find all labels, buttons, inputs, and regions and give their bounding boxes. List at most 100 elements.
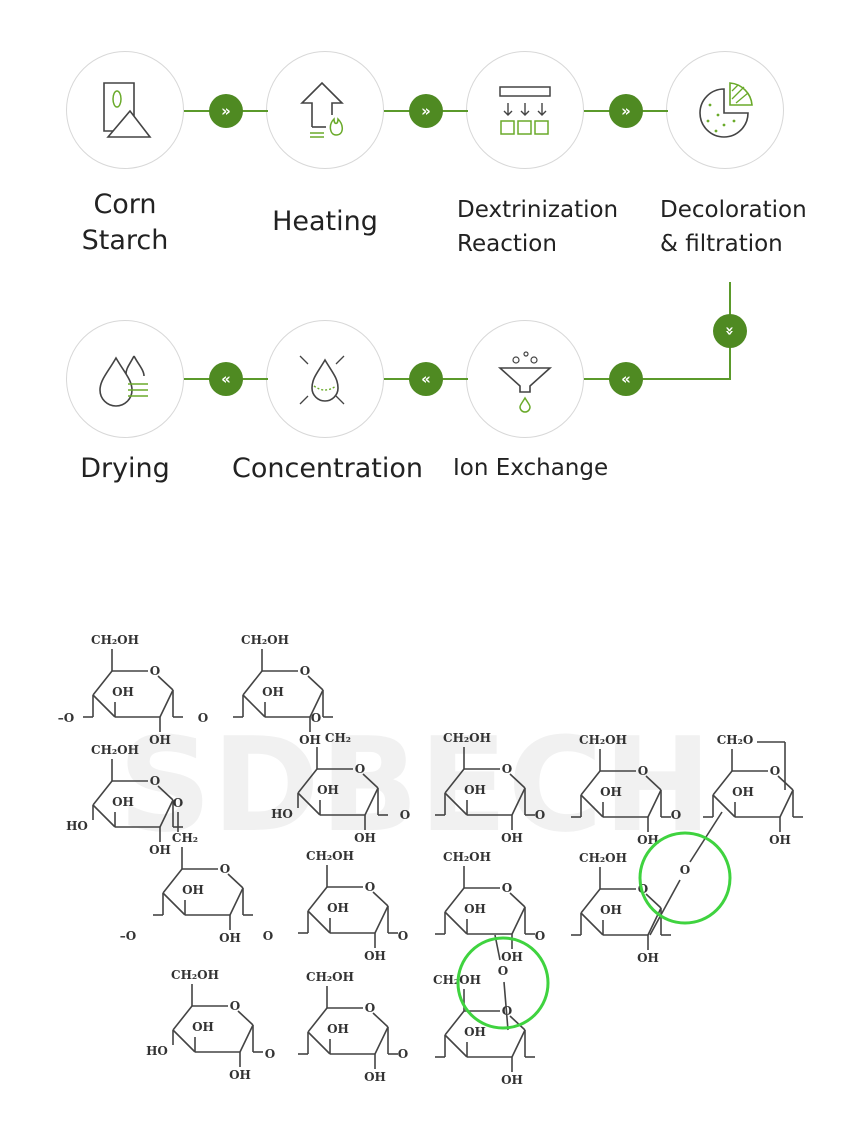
bond-line <box>509 892 526 908</box>
highlight-circle <box>638 831 732 925</box>
bond-line <box>159 799 174 828</box>
backward-arrow-icon: « <box>609 362 643 396</box>
ring-oxygen-label: O <box>502 762 512 776</box>
bond-line <box>444 1010 465 1036</box>
ring-hydroxyl-label: OH <box>149 733 171 747</box>
ring-top-group-label: CH₂OH <box>443 731 491 745</box>
glycosidic-oxygen-label: O <box>398 929 408 943</box>
bond-line <box>712 794 736 818</box>
chain-end-label: –O <box>120 929 136 943</box>
step-label-concentration: Concentration <box>231 453 423 484</box>
glycosidic-oxygen-label: O <box>263 929 273 943</box>
bond-line <box>237 1010 254 1026</box>
bond-line <box>444 768 465 794</box>
ring-hydroxyl-label: OH <box>600 903 622 917</box>
ring-hydroxyl-label: OH <box>464 783 486 797</box>
glycosidic-oxygen-label: O <box>311 711 321 725</box>
down-arrow-icon: » <box>713 314 747 348</box>
funnel-icon <box>497 351 553 413</box>
bond-line <box>511 1029 526 1058</box>
bond-line <box>297 792 321 816</box>
ring-hydroxyl-label: OH <box>600 785 622 799</box>
bond-line <box>297 768 318 794</box>
glycosidic-oxygen-label: O <box>671 808 681 822</box>
ring-hydroxyl-label: OH <box>299 733 321 747</box>
bond-line <box>307 910 331 934</box>
ring-hydroxyl-label: OH <box>219 931 241 945</box>
glycosidic-oxygen-label: O <box>198 711 208 725</box>
ring-hydroxyl-label: OH <box>637 951 659 965</box>
ring-hydroxyl-label: OH <box>112 795 134 809</box>
ring-oxygen-label: O <box>220 862 230 876</box>
bond-line <box>227 873 244 889</box>
bond-line <box>157 785 174 801</box>
ring-hydroxyl-label: OH <box>769 833 791 847</box>
glycosidic-oxygen-label: O <box>400 808 410 822</box>
ring-hydroxyl-label: OH <box>327 1022 349 1036</box>
step-corn-starch-icon-circle <box>66 51 184 169</box>
ring-oxygen-label: O <box>365 1001 375 1015</box>
bond-line <box>444 1034 468 1058</box>
ring-top-group-label: CH₂ <box>172 831 198 845</box>
bond-line <box>444 792 468 816</box>
bond-line <box>92 670 113 696</box>
bond-line <box>374 1026 389 1055</box>
ring-hydroxyl-label: OH <box>354 831 376 845</box>
branch-bond <box>503 981 509 1031</box>
ring-hydroxyl-label: OH <box>112 685 134 699</box>
ring-top-group-label: CH₂ <box>325 731 351 745</box>
ring-oxygen-label: O <box>638 882 648 896</box>
glycosidic-oxygen-label: O <box>535 929 545 943</box>
step-filtration-icon-circle <box>666 51 784 169</box>
step-dextrinization-icon-circle <box>466 51 584 169</box>
ring-hydroxyl-label: HO <box>271 807 293 821</box>
ring-hydroxyl-label: OH <box>637 833 659 847</box>
bond-line <box>172 1029 196 1053</box>
step-concentration-icon-circle <box>266 320 384 438</box>
bond-line <box>645 775 662 791</box>
step-label-drying: Drying <box>80 453 170 484</box>
bond-line <box>157 675 174 691</box>
concentration-drop-icon <box>299 355 345 405</box>
watermark: SDBECH <box>118 709 712 861</box>
bond-line <box>712 770 733 796</box>
heating-arrow-flame-icon <box>300 81 344 138</box>
bond-line <box>307 1007 328 1033</box>
bond-line <box>242 694 266 718</box>
ring-hydroxyl-label: OH <box>317 783 339 797</box>
ring-hydroxyl-label: OH <box>464 1025 486 1039</box>
ring-hydroxyl-label: HO <box>66 819 88 833</box>
ring-oxygen-label: O <box>300 664 310 678</box>
ring-hydroxyl-label: OH <box>229 1068 251 1082</box>
ring-top-group-label: CH₂OH <box>579 851 627 865</box>
forward-arrow-icon: » <box>609 94 643 128</box>
ring-hydroxyl-label: OH <box>192 1020 214 1034</box>
ring-oxygen-label: O <box>355 762 365 776</box>
step-label-heating: Heating <box>272 206 378 237</box>
ring-top-group-label: CH₂OH <box>241 633 289 647</box>
ring-hydroxyl-label: OH <box>182 883 204 897</box>
ring-top-group-label: CH₂OH <box>91 633 139 647</box>
ring-oxygen-label: O <box>638 764 648 778</box>
ring-top-group-label: CH₂OH <box>306 970 354 984</box>
ring-hydroxyl-label: OH <box>501 950 523 964</box>
step-label-ion-exchange: Ion Exchange <box>453 455 609 481</box>
bond-line <box>779 789 794 818</box>
ring-hydroxyl-label: OH <box>364 1070 386 1084</box>
bond-line <box>242 670 263 696</box>
ring-oxygen-label: O <box>230 999 240 1013</box>
bond-line <box>374 905 389 934</box>
backward-arrow-icon: « <box>409 362 443 396</box>
bond-line <box>580 770 601 796</box>
bond-line <box>239 1024 254 1053</box>
bond-line <box>509 1015 526 1031</box>
ring-top-group-label: CH₂OH <box>91 743 139 757</box>
glycosidic-oxygen-label: O <box>535 808 545 822</box>
ring-hydroxyl-label: OH <box>149 843 171 857</box>
bond-line <box>172 1005 193 1031</box>
bond-line <box>647 789 662 818</box>
branch-bond <box>649 879 681 936</box>
bond-line <box>444 911 468 935</box>
ring-oxygen-label: O <box>502 881 512 895</box>
